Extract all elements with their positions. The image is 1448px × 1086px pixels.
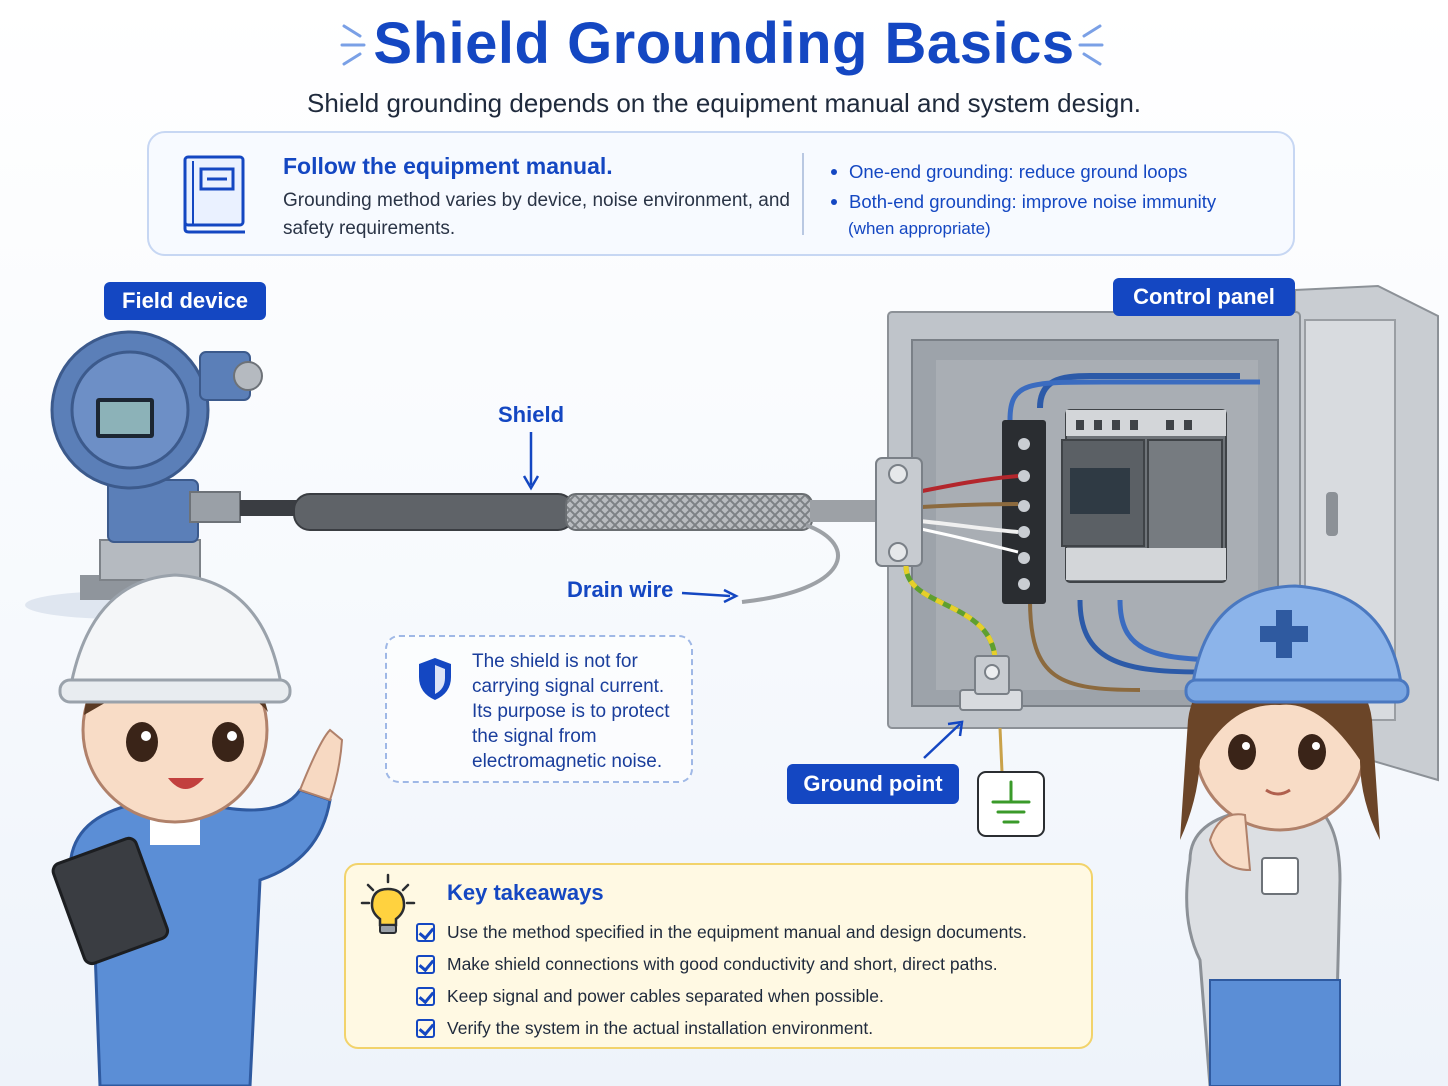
info-note: (when appropriate): [848, 219, 991, 238]
page-subtitle: Shield grounding depends on the equipmen…: [306, 88, 1142, 118]
control-panel-label: Control panel: [1113, 278, 1295, 316]
list-item: One-end grounding: reduce ground loops: [829, 157, 1279, 187]
page-title: Shield Grounding Basics: [373, 11, 1075, 76]
takeaways-list: Use the method specified in the equipmen…: [416, 916, 1027, 1044]
ground-point-arrow: [923, 723, 961, 759]
checkbox-icon: [416, 954, 435, 974]
field-device-label: Field device: [104, 282, 266, 320]
lightbulb-icon: [360, 873, 416, 934]
ground-point-label: Ground point: [787, 764, 959, 804]
sparkle-right-icon: [1078, 24, 1104, 66]
shield-label: Shield: [498, 402, 565, 427]
takeaways-title: Key takeaways: [447, 880, 604, 905]
takeaway-text: Keep signal and power cables separated w…: [447, 985, 884, 1006]
field-device-transmitter: [25, 330, 263, 619]
worker-boy-illustration: [51, 573, 344, 1086]
earth-ground-icon: [977, 771, 1045, 837]
info-card: Follow the equipment manual. Grounding m…: [147, 131, 1295, 256]
list-item: Keep signal and power cables separated w…: [416, 980, 1027, 1012]
control-panel-cabinet: [875, 284, 1439, 782]
shielded-cable: [240, 493, 876, 604]
info-divider: [802, 153, 804, 235]
note-line-1: The shield is not for carrying signal cu…: [472, 651, 665, 697]
sparkle-left-icon: [340, 24, 366, 66]
info-body: Grounding method varies by device, noise…: [283, 190, 790, 239]
worker-girl-illustration: [1180, 584, 1410, 1086]
key-takeaways-box: Key takeaways Use the method specified i…: [344, 863, 1093, 1049]
takeaway-text: Verify the system in the actual installa…: [447, 1017, 874, 1038]
info-heading: Follow the equipment manual.: [283, 153, 613, 179]
checkbox-icon: [416, 986, 435, 1006]
checkbox-icon: [416, 1018, 435, 1038]
drain-wire-arrow: [681, 591, 731, 598]
list-item: Use the method specified in the equipmen…: [416, 916, 1027, 948]
list-item: Both-end grounding: improve noise immuni…: [829, 187, 1279, 217]
checkbox-icon: [416, 922, 435, 942]
list-item: Verify the system in the actual installa…: [416, 1012, 1027, 1044]
drain-wire-label: Drain wire: [567, 577, 674, 602]
grounding-options-list: One-end grounding: reduce ground loops B…: [829, 157, 1279, 217]
list-item: Make shield connections with good conduc…: [416, 948, 1027, 980]
note-line-2: Its purpose is to protect the signal fro…: [472, 701, 670, 772]
takeaway-text: Make shield connections with good conduc…: [447, 953, 998, 974]
shield-icon: [419, 658, 451, 700]
manual-book-icon: [183, 155, 245, 234]
takeaway-text: Use the method specified in the equipmen…: [447, 921, 1027, 942]
shield-purpose-note: The shield is not for carrying signal cu…: [385, 635, 693, 783]
